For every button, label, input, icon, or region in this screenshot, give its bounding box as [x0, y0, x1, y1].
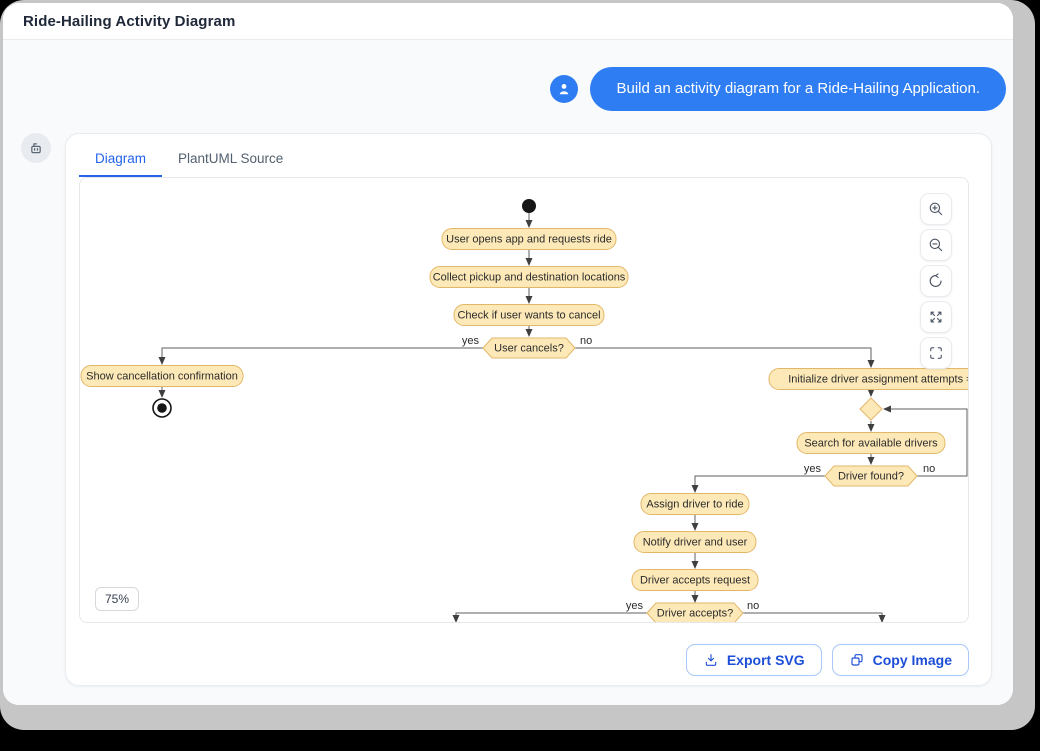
- expand-view-button[interactable]: [920, 301, 952, 333]
- svg-text:Search for available drivers: Search for available drivers: [804, 438, 938, 450]
- zoom-controls: [920, 193, 952, 369]
- download-icon: [705, 654, 717, 666]
- page-title: Ride-Hailing Activity Diagram: [23, 12, 236, 30]
- zoom-out-button[interactable]: [920, 229, 952, 261]
- diagram-node-start: [522, 199, 536, 213]
- svg-text:Driver accepts?: Driver accepts?: [657, 608, 733, 620]
- tab-plantuml-source[interactable]: PlantUML Source: [178, 151, 284, 166]
- window-frame: Ride-Hailing Activity Diagram Build an a…: [0, 0, 1035, 730]
- diagram-node-activity: Driver accepts request: [631, 569, 759, 591]
- title-bar: Ride-Hailing Activity Diagram: [3, 3, 1013, 40]
- diagram-node-end: [152, 398, 172, 418]
- reset-icon: [929, 273, 942, 287]
- diagram-node-activity: Collect pickup and destination locations: [429, 266, 629, 288]
- svg-text:Show cancellation confirmation: Show cancellation confirmation: [86, 371, 238, 383]
- diagram-node-activity: Show cancellation confirmation: [80, 365, 244, 387]
- edge-label: yes: [462, 335, 480, 347]
- svg-text:Assign driver to ride: Assign driver to ride: [646, 499, 743, 511]
- zoom-out-icon: [929, 238, 943, 252]
- fullscreen-icon: [930, 347, 942, 359]
- edge-label: yes: [626, 600, 644, 612]
- diagram-edge: [452, 612, 647, 622]
- copy-image-button[interactable]: Copy Image: [831, 644, 969, 676]
- svg-text:Collect pickup and destination: Collect pickup and destination locations: [433, 272, 626, 284]
- svg-text:Notify driver and user: Notify driver and user: [643, 537, 748, 549]
- diagram-viewport[interactable]: yes no yes no yes no User opens app and reques…: [79, 177, 969, 623]
- user-message-bubble: Build an activity diagram for a Ride-Hai…: [590, 67, 1006, 111]
- expand-arrows-icon: [930, 311, 942, 323]
- app-window: Ride-Hailing Activity Diagram Build an a…: [3, 3, 1013, 705]
- edge-label: no: [580, 335, 592, 347]
- diagram-node-activity: Search for available drivers: [796, 432, 946, 454]
- diagram-node-decision: Driver found?: [824, 465, 918, 487]
- diagram-node-activity: Initialize driver assignment attempts = …: [768, 368, 968, 390]
- reset-view-button[interactable]: [920, 265, 952, 297]
- diagram-edge: [883, 405, 968, 477]
- robot-icon: [31, 143, 41, 154]
- svg-text:Initialize driver assignment a: Initialize driver assignment attempts = …: [788, 374, 968, 386]
- fullscreen-button[interactable]: [920, 337, 952, 369]
- export-svg-label: Export SVG: [726, 652, 805, 668]
- tab-bar: Diagram PlantUML Source: [66, 134, 991, 177]
- person-icon: [560, 84, 569, 95]
- edge-label: yes: [804, 463, 822, 475]
- diagram-node-decision: User cancels?: [482, 337, 576, 359]
- copy-icon: [851, 654, 863, 666]
- svg-text:Check if user wants to cancel: Check if user wants to cancel: [457, 310, 600, 322]
- zoom-level-badge: 75%: [95, 587, 140, 611]
- content-area: Build an activity diagram for a Ride-Hai…: [3, 40, 1013, 705]
- edge-label: no: [923, 463, 935, 475]
- svg-text:Driver found?: Driver found?: [838, 471, 904, 483]
- diagram-edge: [743, 612, 886, 622]
- user-avatar: [550, 75, 579, 103]
- card-footer: Export SVG Copy Image: [66, 623, 991, 676]
- diagram-node-activity: Assign driver to ride: [640, 493, 750, 515]
- copy-image-label: Copy Image: [872, 652, 952, 668]
- zoom-in-button[interactable]: [920, 193, 952, 225]
- diagram-node-activity: Check if user wants to cancel: [453, 304, 605, 326]
- export-svg-button[interactable]: Export SVG: [685, 644, 822, 676]
- svg-text:User cancels?: User cancels?: [494, 343, 564, 355]
- edge-label: no: [747, 600, 759, 612]
- tab-diagram[interactable]: Diagram: [79, 139, 163, 177]
- svg-text:Driver accepts request: Driver accepts request: [640, 575, 750, 587]
- diagram-node-merge: [859, 397, 883, 421]
- svg-text:User opens app and requests ri: User opens app and requests ride: [446, 234, 612, 246]
- activity-diagram-svg: yes no yes no yes no User opens app and reques…: [80, 199, 968, 622]
- diagram-edge: [158, 347, 483, 365]
- user-message-row: Build an activity diagram for a Ride-Hai…: [3, 40, 1013, 111]
- diagram-node-activity: Notify driver and user: [633, 531, 757, 553]
- diagram-edge: [691, 475, 825, 493]
- diagram-node-activity: User opens app and requests ride: [441, 228, 617, 250]
- diagram-node-decision: Driver accepts?: [646, 602, 744, 622]
- diagram-edge: [575, 347, 875, 368]
- bot-avatar: [21, 133, 51, 163]
- zoom-in-icon: [929, 202, 943, 216]
